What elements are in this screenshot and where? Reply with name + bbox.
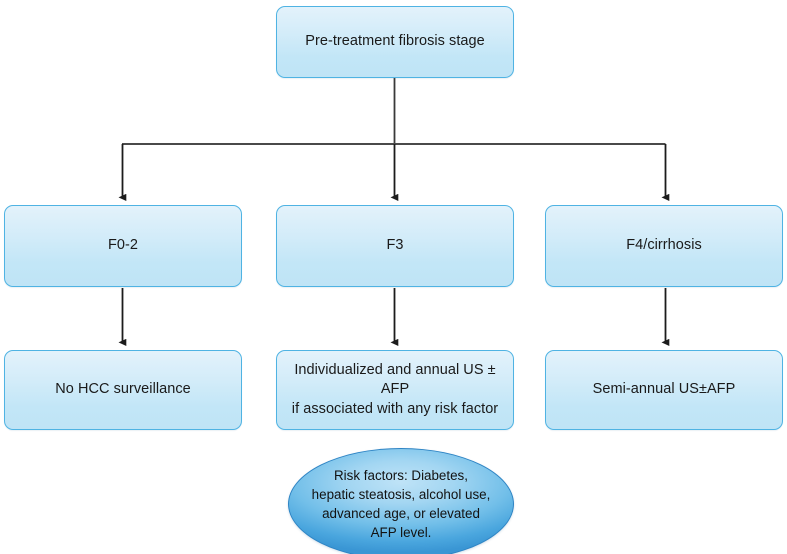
node-label: Individualized and annual US ± AFP if as…: [291, 362, 499, 417]
node-stage-f3[interactable]: F3: [276, 205, 514, 287]
node-action-semi-annual-us-afp[interactable]: Semi-annual US±AFP: [545, 350, 783, 430]
note-label: Risk factors: Diabetes, hepatic steatosi…: [311, 467, 491, 541]
node-label: No HCC surveillance: [55, 381, 191, 398]
node-action-individualized-annual-us-afp[interactable]: Individualized and annual US ± AFP if as…: [276, 350, 514, 430]
node-pretreatment-fibrosis-stage[interactable]: Pre-treatment fibrosis stage: [276, 6, 514, 78]
node-label: Pre-treatment fibrosis stage: [305, 33, 485, 50]
node-label: F0-2: [107, 237, 138, 254]
node-label: F4/cirrhosis: [626, 237, 702, 254]
node-label: F3: [386, 237, 404, 254]
note-risk-factors[interactable]: Risk factors: Diabetes, hepatic steatosi…: [288, 448, 514, 554]
node-stage-f0-2[interactable]: F0-2: [4, 205, 242, 287]
node-stage-f4-cirrhosis[interactable]: F4/cirrhosis: [545, 205, 783, 287]
node-action-no-hcc-surveillance[interactable]: No HCC surveillance: [4, 350, 242, 430]
node-label: Semi-annual US±AFP: [592, 381, 736, 398]
